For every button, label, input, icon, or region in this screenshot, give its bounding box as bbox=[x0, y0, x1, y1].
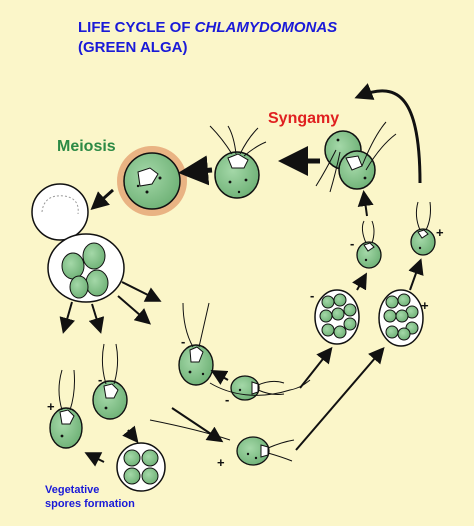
plus-sign: + bbox=[436, 225, 444, 240]
title-genus: CHLAMYDOMONAS bbox=[194, 19, 338, 36]
swim-path-plus bbox=[149, 419, 231, 441]
title-line-1: LIFE CYCLE OF bbox=[78, 19, 195, 36]
diagram-title: LIFE CYCLE OF CHLAMYDOMONAS (GREEN ALGA) bbox=[78, 18, 337, 58]
minus-sign: - bbox=[310, 288, 315, 303]
swim-path-minus bbox=[209, 379, 311, 396]
zygote-arrow bbox=[178, 155, 213, 186]
minus-sign: - bbox=[350, 236, 355, 251]
minus-gametangium bbox=[314, 289, 360, 345]
plus-sign: + bbox=[217, 455, 225, 470]
plus-sign: + bbox=[47, 399, 55, 414]
vegetative-cell-minus bbox=[178, 302, 214, 386]
flow-arrows bbox=[59, 190, 424, 467]
title-line-2: (GREEN ALGA) bbox=[78, 39, 188, 56]
zygote-cell bbox=[117, 146, 187, 216]
gamete-minus-swimming bbox=[230, 375, 285, 401]
vegetative-cell-minus-small bbox=[92, 343, 128, 420]
plus-gamete bbox=[410, 201, 436, 256]
meiosis-label: Meiosis bbox=[57, 138, 116, 155]
return-arrow bbox=[354, 83, 422, 184]
sporangium-cell bbox=[116, 442, 166, 492]
minus-sign: - bbox=[225, 392, 230, 407]
vegetative-label-line-2: spores formation bbox=[45, 498, 135, 510]
tetrad-cell bbox=[47, 233, 125, 303]
vegetative-cell-plus bbox=[49, 369, 83, 449]
vegetative-label-line-1: Vegetative bbox=[45, 484, 100, 496]
minus-sign: - bbox=[98, 372, 103, 387]
young-zygote bbox=[209, 125, 267, 199]
gamete-plus-swimming bbox=[236, 436, 295, 466]
plus-gametangium bbox=[378, 289, 424, 347]
minus-gamete bbox=[356, 220, 382, 269]
meiosis-arrow bbox=[90, 188, 114, 210]
minus-sign: - bbox=[181, 334, 186, 349]
plus-sign: + bbox=[421, 298, 429, 313]
fusing-gametes bbox=[315, 121, 397, 193]
syngamy-label: Syngamy bbox=[268, 110, 340, 127]
